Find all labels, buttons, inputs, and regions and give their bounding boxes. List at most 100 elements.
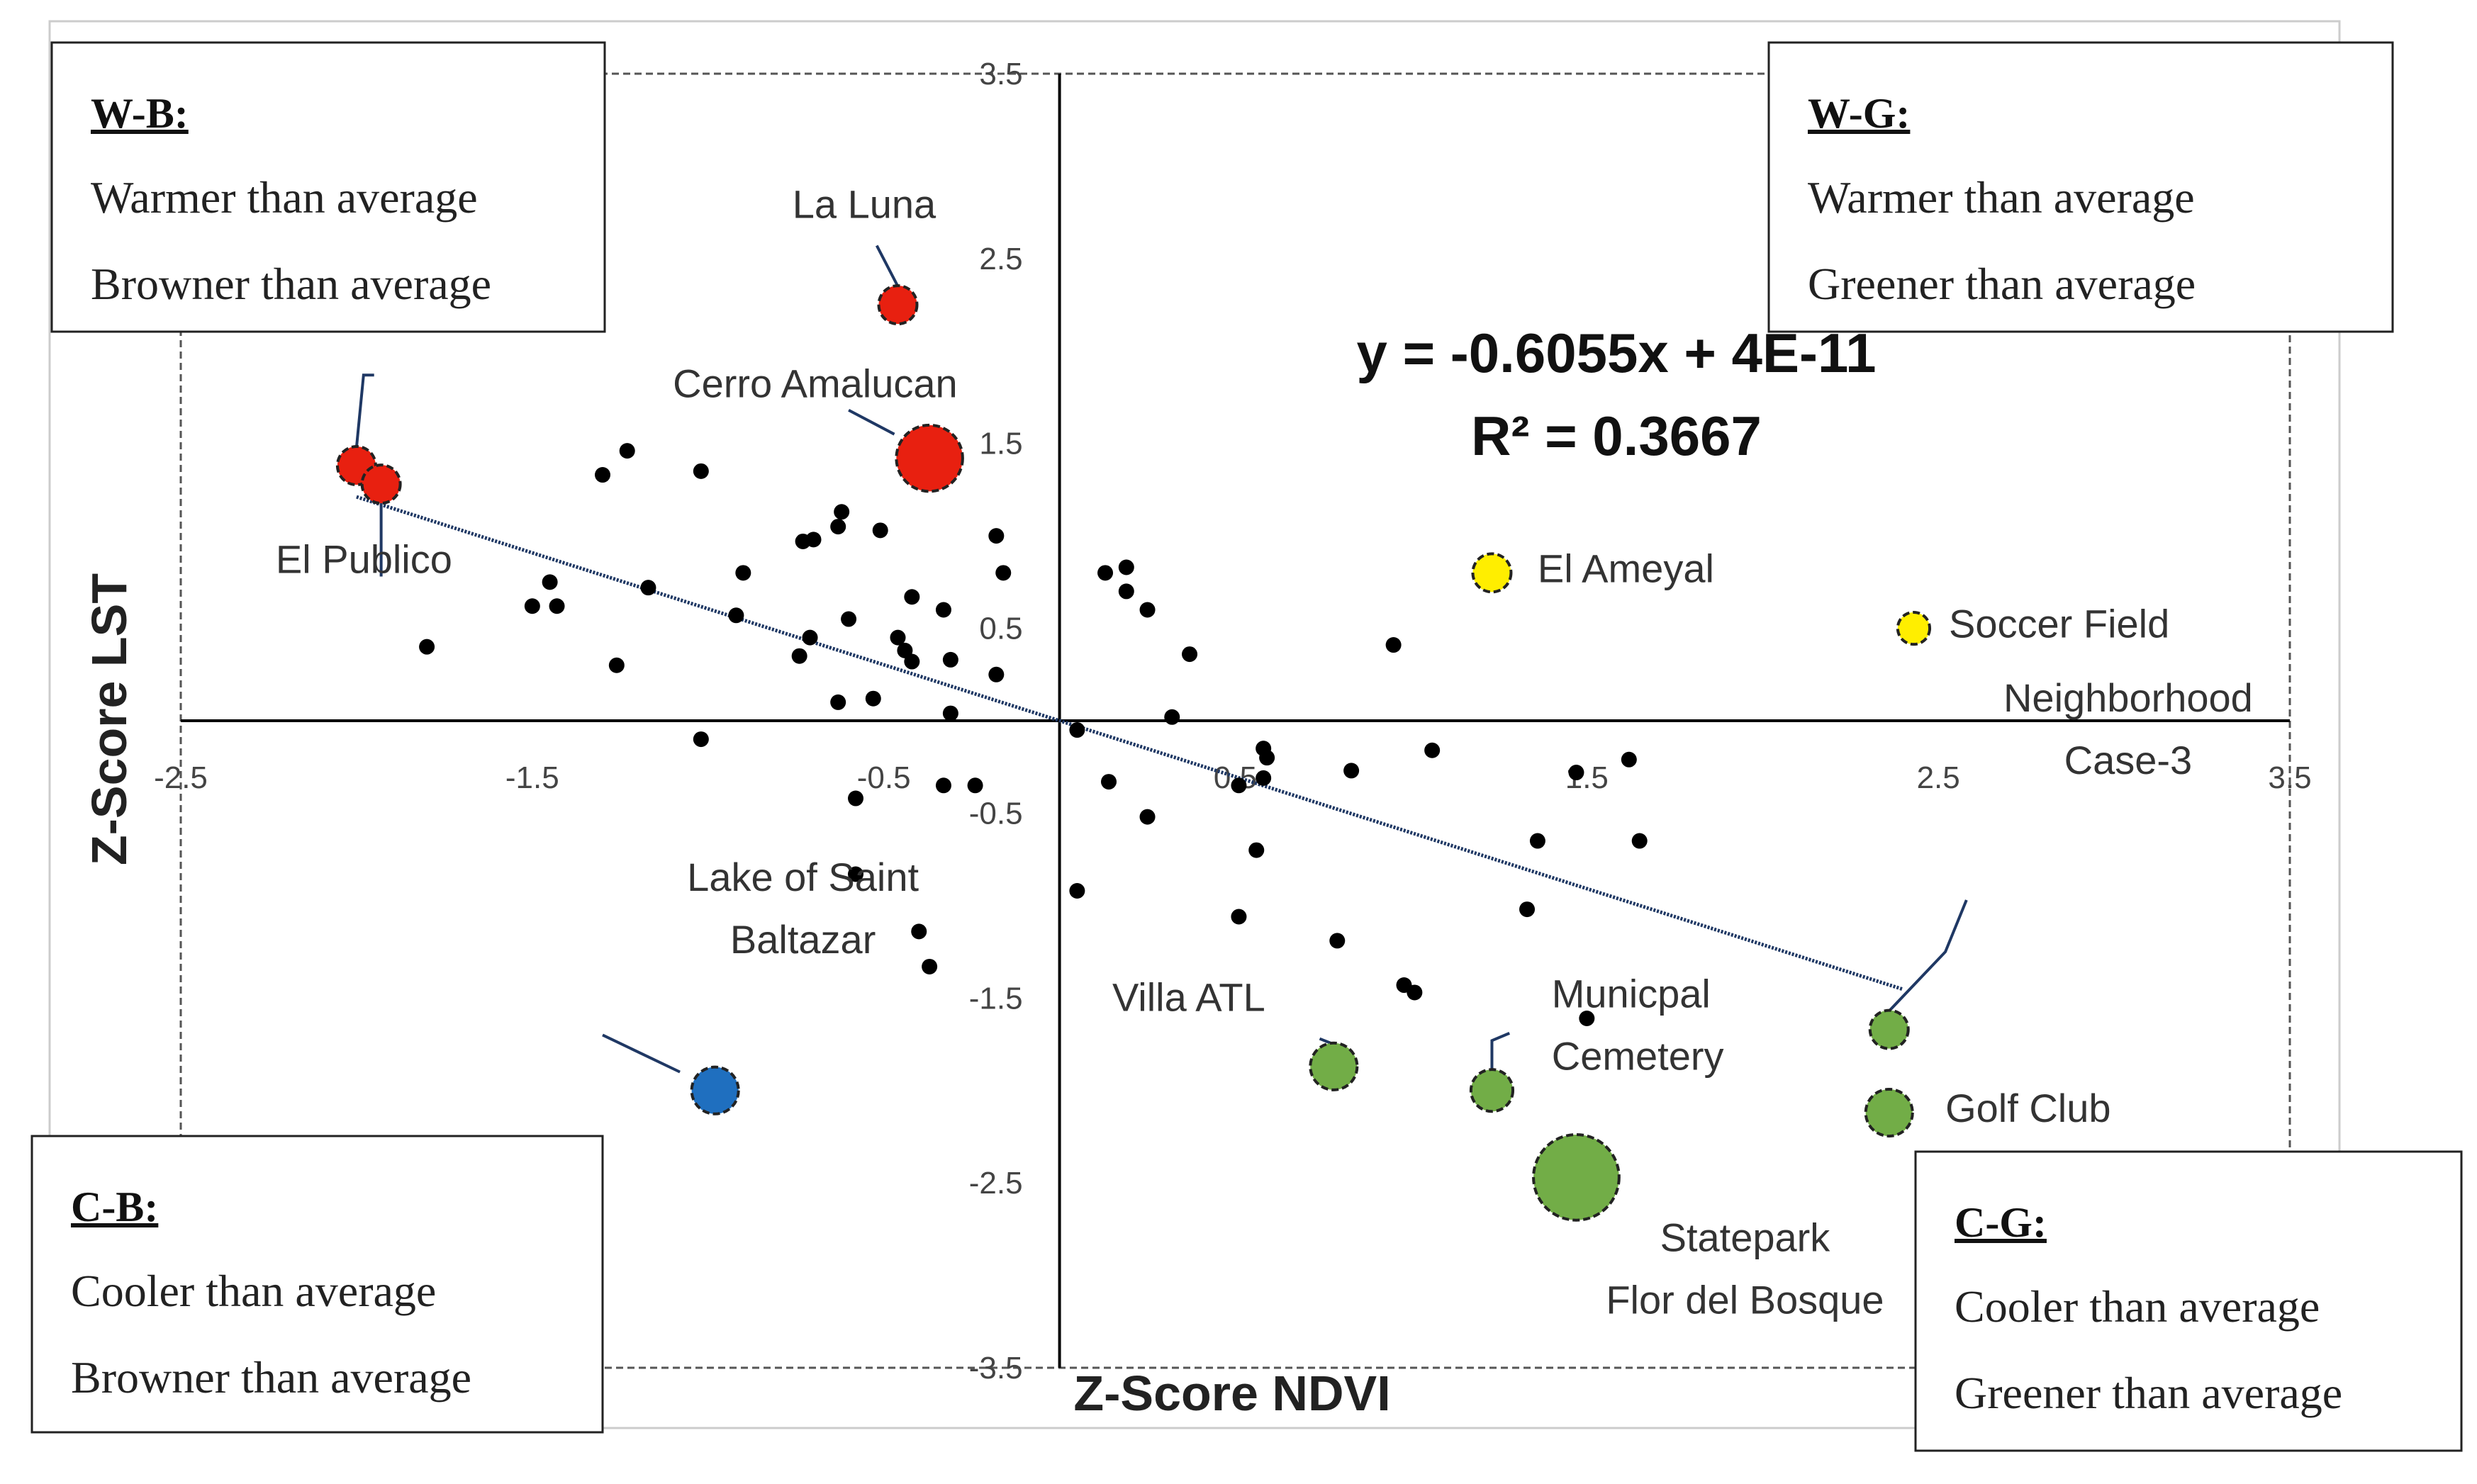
- box-title: W-B:: [91, 90, 189, 137]
- site-label: Flor del Bosque: [1606, 1278, 1884, 1322]
- data-point: [935, 602, 951, 618]
- leader-line: [602, 1033, 681, 1074]
- data-point: [1097, 565, 1114, 581]
- site-label: Cerro Amalucan: [673, 361, 958, 406]
- x-tick-label: 2.5: [1917, 760, 1960, 795]
- data-point: [1231, 909, 1247, 925]
- box-line: Warmer than average: [1808, 172, 2195, 223]
- data-point: [848, 866, 863, 882]
- y-tick-label: -3.5: [969, 1351, 1023, 1385]
- y-tick-label: -2.5: [969, 1166, 1023, 1201]
- data-point: [904, 589, 920, 605]
- site-label: Villa ATL: [1112, 975, 1265, 1020]
- data-point: [1568, 765, 1584, 781]
- site-golf-club: Golf Club: [1864, 1086, 2111, 1138]
- site-label: La Luna: [793, 181, 936, 226]
- y-tick-label: -0.5: [969, 796, 1023, 831]
- data-point: [1164, 709, 1180, 725]
- site-label: El Publico: [276, 536, 452, 581]
- data-point: [830, 694, 846, 710]
- site-cerro-amalucan: Cerro Amalucan: [673, 361, 964, 493]
- site-label: Statepark: [1660, 1215, 1831, 1260]
- data-point: [841, 611, 857, 627]
- r-squared: R² = 0.3667: [1471, 405, 1762, 467]
- box-line: Browner than average: [91, 259, 491, 309]
- data-point: [1519, 901, 1536, 918]
- site-label: Golf Club: [1945, 1086, 2110, 1130]
- data-point: [1385, 637, 1402, 653]
- data-point: [988, 528, 1005, 544]
- highlighted-point: [1471, 552, 1513, 594]
- highlighted-point: [1309, 1041, 1359, 1091]
- data-point: [942, 651, 958, 668]
- data-point: [693, 463, 709, 479]
- site-label: Soccer Field: [1949, 602, 2169, 646]
- data-point: [911, 923, 927, 940]
- data-point: [1139, 809, 1156, 825]
- data-point: [693, 731, 709, 748]
- data-point: [1407, 984, 1423, 1001]
- leader-line: [1888, 899, 1968, 1012]
- data-point: [1248, 842, 1265, 858]
- data-point: [1621, 751, 1637, 768]
- data-point: [1631, 833, 1648, 849]
- site-el-ameyal: El Ameyal: [1471, 546, 1714, 594]
- box-title: W-G:: [1808, 90, 1910, 137]
- data-point: [1118, 559, 1134, 575]
- highlighted-point: [877, 284, 919, 326]
- x-tick-label: 3.5: [2268, 760, 2311, 795]
- leader-line: [1490, 1032, 1511, 1072]
- data-point: [1182, 646, 1198, 663]
- trendline: [356, 495, 1904, 991]
- x-tick-label: -1.5: [505, 760, 559, 795]
- x-tick-label: -0.5: [857, 760, 911, 795]
- leader-line: [848, 408, 895, 436]
- site-label: Municpal: [1552, 971, 1711, 1016]
- data-point: [1231, 777, 1247, 794]
- points-layer: [348, 443, 1648, 1026]
- site-villa-atl: Villa ATL: [1112, 975, 1359, 1091]
- data-point: [1529, 833, 1545, 849]
- data-point: [942, 705, 958, 721]
- data-point: [995, 565, 1012, 581]
- site-label: Neighborhood: [2003, 675, 2253, 720]
- box-frame: [1767, 41, 2394, 333]
- y-tick-label: -1.5: [969, 981, 1023, 1016]
- data-point: [595, 467, 610, 483]
- data-point: [1256, 770, 1272, 786]
- data-point: [1343, 763, 1360, 779]
- data-point: [834, 504, 850, 520]
- axes: -2.5-1.5-0.50.51.52.53.53.52.51.50.5-0.5…: [154, 57, 2312, 1385]
- x-tick-label: -2.5: [154, 760, 208, 795]
- y-axis-title: Z-Score LST: [82, 573, 137, 865]
- data-point: [1139, 602, 1156, 618]
- highlighted-point: [690, 1065, 740, 1115]
- data-point: [872, 522, 888, 539]
- data-point: [904, 653, 920, 670]
- y-tick-label: 3.5: [979, 57, 1022, 91]
- data-point: [897, 642, 913, 658]
- box-line: Warmer than average: [91, 172, 478, 223]
- highlighted-point: [360, 463, 402, 505]
- data-point: [1579, 1010, 1595, 1026]
- data-point: [524, 598, 540, 614]
- data-point: [890, 629, 906, 646]
- leader-line: [875, 244, 900, 287]
- data-point: [728, 607, 744, 624]
- data-point: [848, 790, 863, 806]
- data-point: [922, 958, 938, 974]
- site-label: Lake of Saint: [687, 855, 919, 899]
- highlighted-point: [1896, 610, 1932, 646]
- data-point: [791, 648, 807, 664]
- box-title: C-B:: [71, 1184, 158, 1230]
- leader-line: [354, 373, 374, 448]
